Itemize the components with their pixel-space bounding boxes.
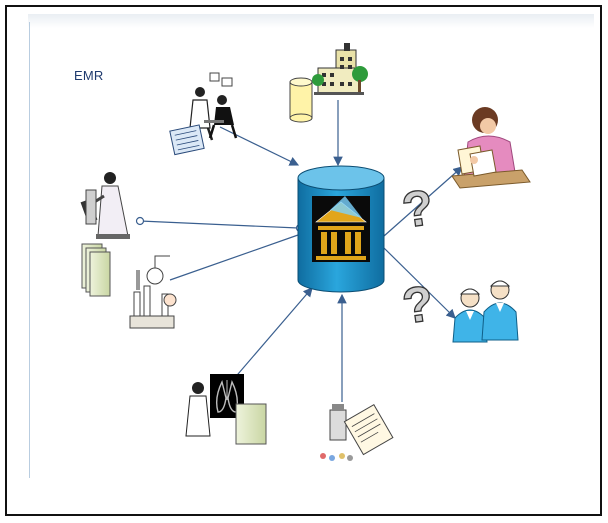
question-mark-upper-icon: ? xyxy=(398,178,437,239)
person-reading-documents-icon xyxy=(451,107,531,189)
line-lab-to-hub xyxy=(169,234,299,281)
line-researcher-to-hub xyxy=(139,220,299,229)
svg-text:?: ? xyxy=(399,275,437,335)
arrow-hub-to-physicians xyxy=(383,247,456,319)
lung-xray-icon xyxy=(185,374,267,445)
medicine-prescription-icon xyxy=(320,403,394,461)
slide-header-bar xyxy=(28,14,594,28)
two-doctors-icon xyxy=(452,280,519,343)
scientist-microscope-icon xyxy=(80,172,130,239)
svg-text:?: ? xyxy=(399,179,437,239)
arrow-clinic-to-hub xyxy=(219,126,300,166)
database-institution-icon xyxy=(297,165,385,293)
slide-title: EMR xyxy=(74,68,104,83)
arrow-hub-to-patient xyxy=(374,166,463,246)
hospital-building-icon xyxy=(289,43,368,123)
question-mark-lower-icon: ? xyxy=(398,274,437,335)
lab-glassware-icon xyxy=(129,255,177,329)
connectors xyxy=(135,100,463,402)
slide-left-rule xyxy=(29,22,30,478)
file-stack-icon xyxy=(81,243,111,297)
arrow-radiology-to-hub xyxy=(231,287,313,382)
doctor-patient-icon xyxy=(169,72,238,156)
